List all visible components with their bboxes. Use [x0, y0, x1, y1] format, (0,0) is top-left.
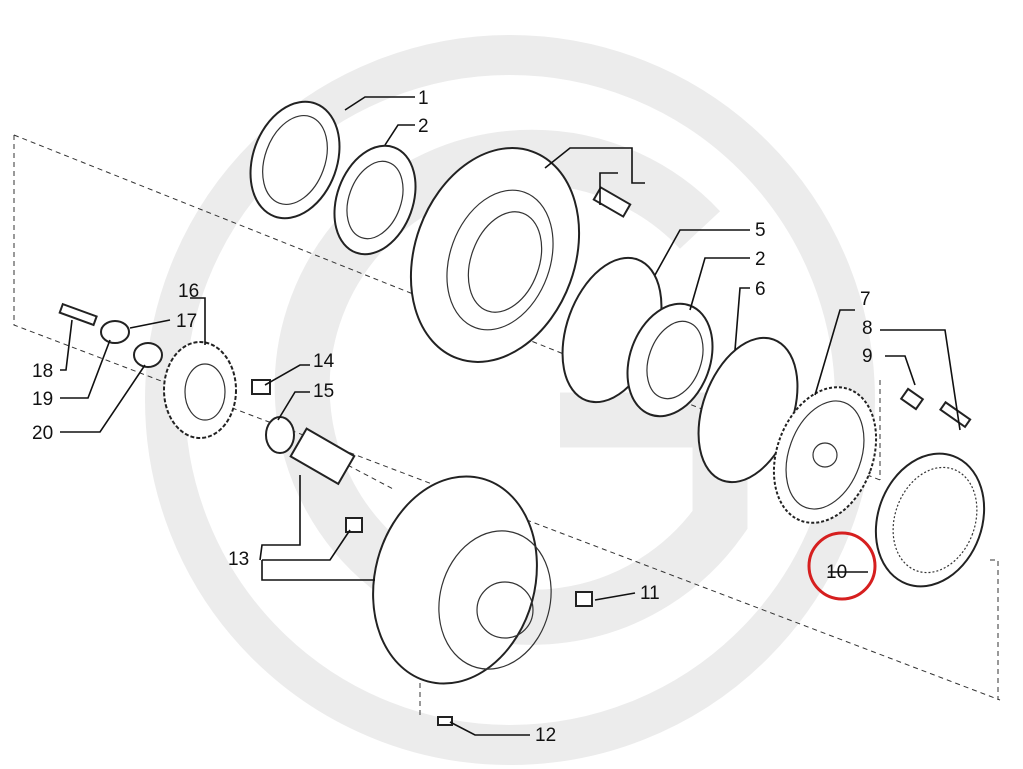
sun-gear-part	[163, 341, 237, 439]
housing-cover-part	[372, 475, 552, 685]
washer-20-part	[133, 342, 163, 368]
callout-label-13: 13	[228, 549, 249, 570]
callout-label-19: 19	[32, 389, 53, 410]
callout-label-14: 14	[313, 351, 335, 372]
callout-label-5: 5	[755, 220, 766, 241]
highlight-circle	[807, 531, 877, 601]
callout-label-10: 10	[826, 562, 847, 583]
callout-label-1: 1	[418, 88, 429, 109]
callout-label-8: 8	[862, 318, 873, 339]
stud-bolt-part	[592, 186, 632, 218]
pin-part	[289, 427, 356, 486]
callout-label-17: 17	[176, 311, 197, 332]
bearing-part	[333, 144, 417, 256]
callout-label-16: 16	[178, 281, 199, 302]
ring-gear-part	[874, 452, 986, 588]
callout-label-15: 15	[313, 381, 334, 402]
callout-label-2b: 2	[755, 249, 766, 270]
callout-label-2: 2	[418, 116, 429, 137]
screw-12-part	[437, 716, 453, 726]
leader-lines	[60, 96, 961, 736]
key-14-part	[251, 379, 271, 395]
callout-label-7: 7	[860, 289, 871, 310]
bolt-18-part	[58, 302, 98, 327]
hub-flange-part	[409, 147, 581, 363]
callout-label-18: 18	[32, 361, 53, 382]
washer-15-part	[265, 416, 295, 454]
callout-label-11: 11	[640, 583, 660, 604]
plug-part	[345, 517, 363, 533]
callout-label-6: 6	[755, 279, 766, 300]
nut-11-part	[575, 591, 593, 607]
bolt-8-part	[939, 400, 972, 429]
tapered-bearing-part	[626, 302, 714, 418]
planet-carrier-gear-part	[772, 386, 878, 524]
seal-ring-part	[249, 100, 341, 220]
washer-19-part	[100, 320, 130, 344]
callout-label-12: 12	[535, 725, 556, 746]
callout-label-9: 9	[862, 346, 873, 367]
bolt-9-part	[899, 387, 925, 411]
callout-label-20: 20	[32, 423, 53, 444]
